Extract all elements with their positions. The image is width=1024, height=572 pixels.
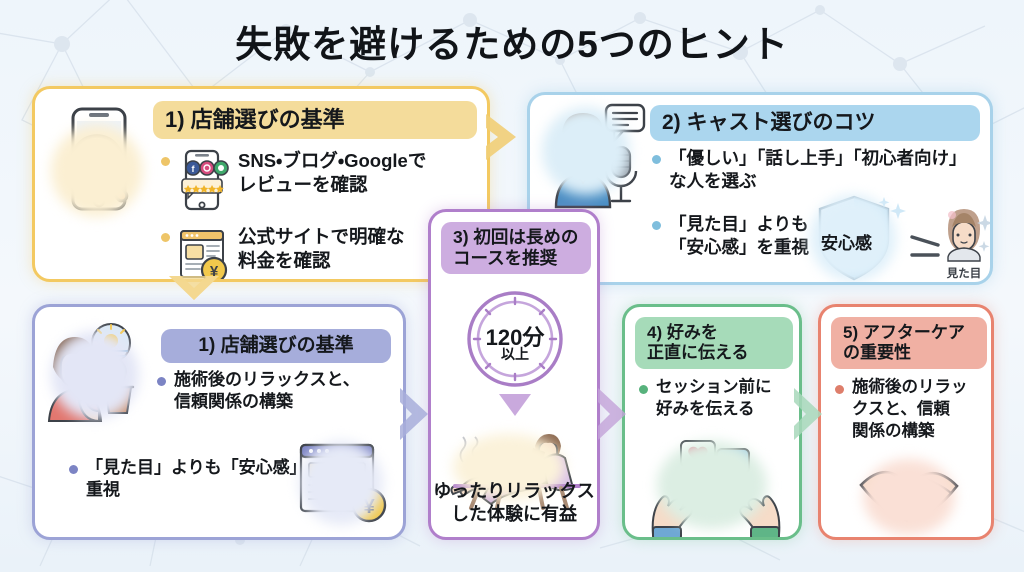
bullet-text: 公式サイトで明確な 料金を確認 xyxy=(238,226,405,272)
handshake-icon xyxy=(857,455,973,537)
card2-bullets: 「優しい」「話し上手」「初心者向け」 な人を選ぶ 「見た目」よりも 「安心感」を… xyxy=(652,147,990,273)
card5-header: 5) アフターケア の重要性 xyxy=(831,317,987,369)
card4-bullets: セッション前に 好みを伝える xyxy=(639,377,797,435)
card3-header: 3) 初回は長めの コースを推奨 xyxy=(441,222,591,274)
connector-cardA-to-card3 xyxy=(400,388,428,440)
person-microphone-speech-icon xyxy=(538,101,650,211)
bullet-dot xyxy=(161,157,170,166)
card5-bullets: 施術後のリラッ クスと、信頼 関係の構築 xyxy=(835,377,987,456)
card3-caption: ゆったりリラックス した体験に有益 xyxy=(433,481,595,524)
cardA-bullets: 施術後のリラックスと、 信頼関係の構築 xyxy=(157,369,401,428)
woman-drinking-plant-icon xyxy=(45,321,157,425)
svg-text:f: f xyxy=(192,164,196,174)
list-item: 「見た目」よりも「安心感」を 重視 xyxy=(69,457,329,502)
woman-relaxing-lounger-icon xyxy=(439,418,593,510)
card2-header: 2) キャスト選びのコツ xyxy=(650,105,980,141)
connector-card1-to-card2 xyxy=(486,114,516,160)
card-store-selection[interactable]: 1) 店舗選びの基準 f xyxy=(32,86,490,282)
clock-120min-icon: 120分 以上 xyxy=(464,288,566,390)
list-item: 施術後のリラッ クスと、信頼 関係の構築 xyxy=(835,377,987,442)
cardA-bullets-lower: 「見た目」よりも「安心感」を 重視 xyxy=(69,457,329,516)
bullet-dot xyxy=(652,155,661,164)
bullet-dot xyxy=(161,233,170,242)
card-aftercare[interactable]: 5) アフターケア の重要性 施術後のリラッ クスと、信頼 関係の構築 xyxy=(818,304,994,540)
card4-header: 4) 好みを 正直に伝える xyxy=(635,317,793,369)
bullet-dot xyxy=(835,385,844,394)
list-item: セッション前に 好みを伝える xyxy=(639,377,797,421)
card-long-course[interactable]: 3) 初回は長めの コースを推奨 120分 以上 xyxy=(428,209,600,540)
page-title: 失敗を避けるための5つのヒント xyxy=(235,24,789,65)
list-item: f xyxy=(161,149,481,211)
bullet-text: 施術後のリラッ クスと、信頼 関係の構築 xyxy=(852,378,968,440)
looks-label: 見た目 xyxy=(946,268,982,280)
bullet-dot xyxy=(157,377,166,386)
card-preferences[interactable]: 4) 好みを 正直に伝える セッション前に 好みを伝える xyxy=(622,304,802,540)
website-yen-icon: ¥ xyxy=(291,435,397,531)
bullet-text: SNS・ブログ・Googleで レビューを確認 xyxy=(238,150,427,196)
shield-label: 安心感 xyxy=(821,234,872,253)
clock-value: 120分 xyxy=(485,325,545,350)
phone-reviews-icon: f xyxy=(178,149,230,211)
bullet-dot xyxy=(639,385,648,394)
card-store-selection-secondary[interactable]: 1) 店舗選びの基準 施術後のリラックスと、 信頼関係の構築 「見た目」よりも「… xyxy=(32,304,406,540)
list-item: 「見た目」よりも 「安心感」を重視 xyxy=(652,213,990,259)
bullet-dot xyxy=(69,465,78,474)
card1-header: 1) 店舗選びの基準 xyxy=(153,101,477,139)
open-hands-heart-thumbsup-icon xyxy=(641,435,791,537)
bullet-text: 施術後のリラックスと、 信頼関係の構築 xyxy=(174,370,360,412)
list-item: 「優しい」「話し上手」「初心者向け」 な人を選ぶ xyxy=(652,147,990,193)
smartphone-magnifier-icon xyxy=(49,103,153,223)
clock-subvalue: 以上 xyxy=(501,346,529,362)
bullet-text: 「見た目」よりも「安心感」を 重視 xyxy=(86,458,324,500)
connector-card1-to-cardA xyxy=(169,276,219,300)
connector-card4-to-card5 xyxy=(794,388,822,440)
bullet-text: 「優しい」「話し上手」「初心者向け」 な人を選ぶ xyxy=(669,148,967,192)
list-item: 施術後のリラックスと、 信頼関係の構築 xyxy=(157,369,401,414)
bullet-dot xyxy=(652,221,661,231)
connector-card3-to-card4 xyxy=(598,388,626,440)
svg-text:¥: ¥ xyxy=(210,263,219,280)
card-cast-selection[interactable]: 2) キャスト選びのコツ 「優しい」「話し上手」「初心者向け」 な人を選ぶ 「見… xyxy=(527,92,993,285)
trust-vs-looks-comparison: 安心感 見た目 xyxy=(806,193,990,282)
bullet-text: 「見た目」よりも 「安心感」を重視 xyxy=(669,214,809,258)
clock-to-relax-arrow-icon xyxy=(499,394,531,416)
cardA-header: 1) 店舗選びの基準 xyxy=(161,329,391,363)
bullet-text: セッション前に 好みを伝える xyxy=(656,378,772,418)
